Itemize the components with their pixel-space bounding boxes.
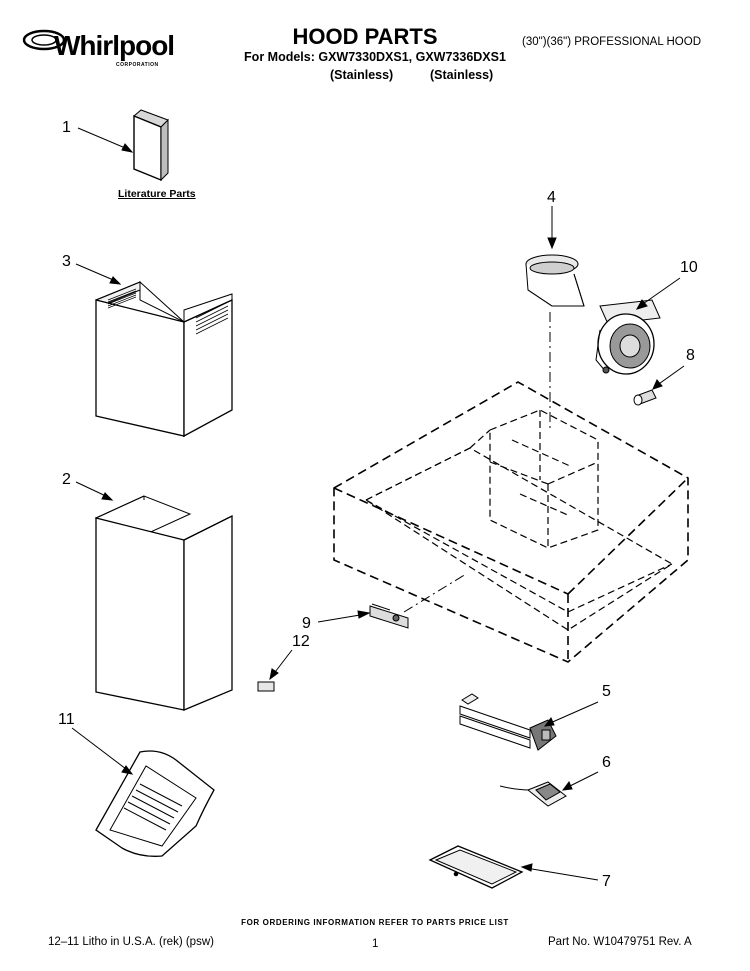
models-line: For Models: GXW7330DXS1, GXW7336DXS1 bbox=[244, 50, 506, 64]
arrow-6 bbox=[561, 781, 573, 791]
arrow-1 bbox=[121, 143, 134, 153]
finish-label-2: (Stainless) bbox=[430, 68, 494, 82]
leader-3 bbox=[75, 263, 119, 283]
litho-note: 12–11 Litho in U.S.A. (rek) (psw) bbox=[48, 936, 214, 948]
hood-inner-outline bbox=[364, 409, 674, 631]
part-10-blower-icon bbox=[595, 299, 661, 375]
part-11-installation-template-icon bbox=[95, 750, 215, 857]
literature-parts-label: Literature Parts bbox=[118, 188, 196, 200]
leader-8 bbox=[655, 365, 685, 387]
arrow-5 bbox=[543, 717, 555, 727]
callout-1: 1 bbox=[62, 119, 71, 136]
callout-3: 3 bbox=[62, 253, 71, 270]
finish-label-1: (Stainless) bbox=[330, 68, 394, 82]
part-5-lamp-socket-icon bbox=[459, 693, 557, 751]
callout-9: 9 bbox=[302, 615, 311, 632]
part-1-literature-icon bbox=[133, 109, 169, 182]
callout-5: 5 bbox=[602, 683, 611, 700]
arrow-2 bbox=[101, 492, 114, 501]
callout-10: 10 bbox=[680, 259, 698, 276]
part-7-grease-filter-icon bbox=[428, 845, 524, 889]
callout-6: 6 bbox=[602, 754, 611, 771]
callout-4: 4 bbox=[547, 189, 556, 206]
arrow-7 bbox=[520, 863, 533, 872]
callout-11: 11 bbox=[58, 711, 75, 728]
whirlpool-logo: Whirlpool CORPORATION bbox=[20, 22, 175, 72]
arrow-9 bbox=[357, 610, 371, 619]
callout-8: 8 bbox=[686, 347, 695, 364]
callout-2: 2 bbox=[62, 471, 71, 488]
logo-swirl-icon bbox=[22, 29, 66, 51]
callout-12: 12 bbox=[292, 633, 310, 650]
arrow-8 bbox=[652, 379, 663, 390]
hood-body-outline bbox=[333, 381, 689, 663]
leader-10 bbox=[639, 277, 681, 307]
arrow-11 bbox=[121, 765, 134, 775]
page-number: 1 bbox=[372, 938, 379, 950]
leader-6 bbox=[565, 771, 599, 789]
page-title: HOOD PARTS bbox=[292, 24, 438, 49]
part-9-light-switch-icon bbox=[369, 603, 409, 629]
arrow-3 bbox=[109, 276, 122, 285]
callout-7: 7 bbox=[602, 873, 611, 890]
logo-text: Whirlpool bbox=[54, 30, 175, 61]
part-number: Part No. W10479751 Rev. A bbox=[548, 936, 692, 948]
product-subtitle: (30")(36") PROFESSIONAL HOOD bbox=[522, 36, 701, 48]
leader-11 bbox=[71, 727, 131, 773]
leader-5 bbox=[547, 701, 599, 725]
part-12-label-icon bbox=[257, 681, 275, 692]
leader-9 bbox=[317, 613, 367, 623]
part-6-control-switch-icon bbox=[499, 781, 567, 807]
ordering-note: FOR ORDERING INFORMATION REFER TO PARTS … bbox=[241, 918, 509, 927]
logo-subtext: CORPORATION bbox=[116, 62, 159, 68]
part-3-upper-duct-cover-icon bbox=[95, 280, 233, 438]
leader-7 bbox=[525, 867, 599, 881]
assembly-lines bbox=[403, 312, 551, 613]
part-4-damper-icon bbox=[525, 254, 585, 307]
part-2-lower-duct-cover-icon bbox=[94, 495, 233, 711]
part-8-light-bulb-icon bbox=[633, 389, 657, 406]
arrow-12 bbox=[269, 668, 279, 681]
arrow-10 bbox=[635, 299, 648, 310]
arrow-4 bbox=[547, 237, 557, 250]
leader-1 bbox=[77, 127, 131, 151]
